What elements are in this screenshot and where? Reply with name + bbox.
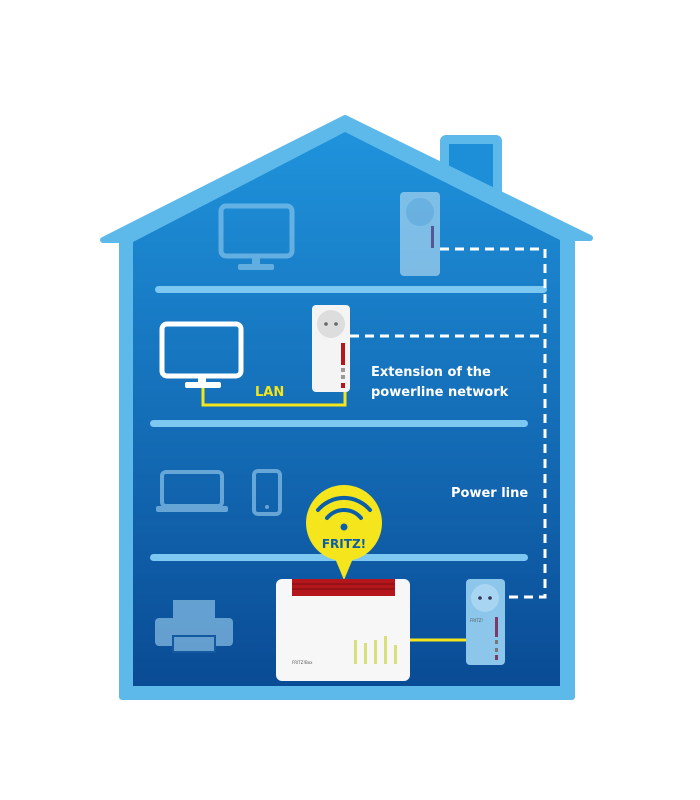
laptop-icon: [156, 470, 228, 512]
fritzbox-router: FRITZ!Box: [276, 579, 410, 681]
lan-label: LAN: [255, 385, 284, 400]
wifi-icon: [316, 495, 372, 520]
powerline-adapter-top: [400, 192, 440, 276]
power-line-label: Power line: [451, 486, 528, 501]
floor-divider-1: [155, 286, 547, 293]
powerline-adapter-bottom: FRITZ!: [466, 579, 505, 665]
svg-text:FRITZ!: FRITZ!: [470, 618, 483, 623]
fritz-bubble-label: FRITZ!: [322, 537, 366, 551]
monitor-icon: [218, 203, 295, 270]
floor-divider-2: [150, 420, 528, 427]
wifi-bubble: FRITZ!: [306, 485, 382, 580]
monitor-icon: [159, 321, 244, 388]
router-brand: FRITZ!Box: [292, 660, 313, 665]
smartphone-icon: [252, 469, 282, 516]
extension-label-line2: powerline network: [371, 385, 509, 400]
lan-cable: [201, 388, 347, 407]
powerline-dashed-cable: [350, 247, 547, 599]
powerline-adapter-white: [312, 305, 350, 392]
extension-label-line1: Extension of the: [371, 365, 491, 380]
printer-icon: [155, 600, 233, 653]
